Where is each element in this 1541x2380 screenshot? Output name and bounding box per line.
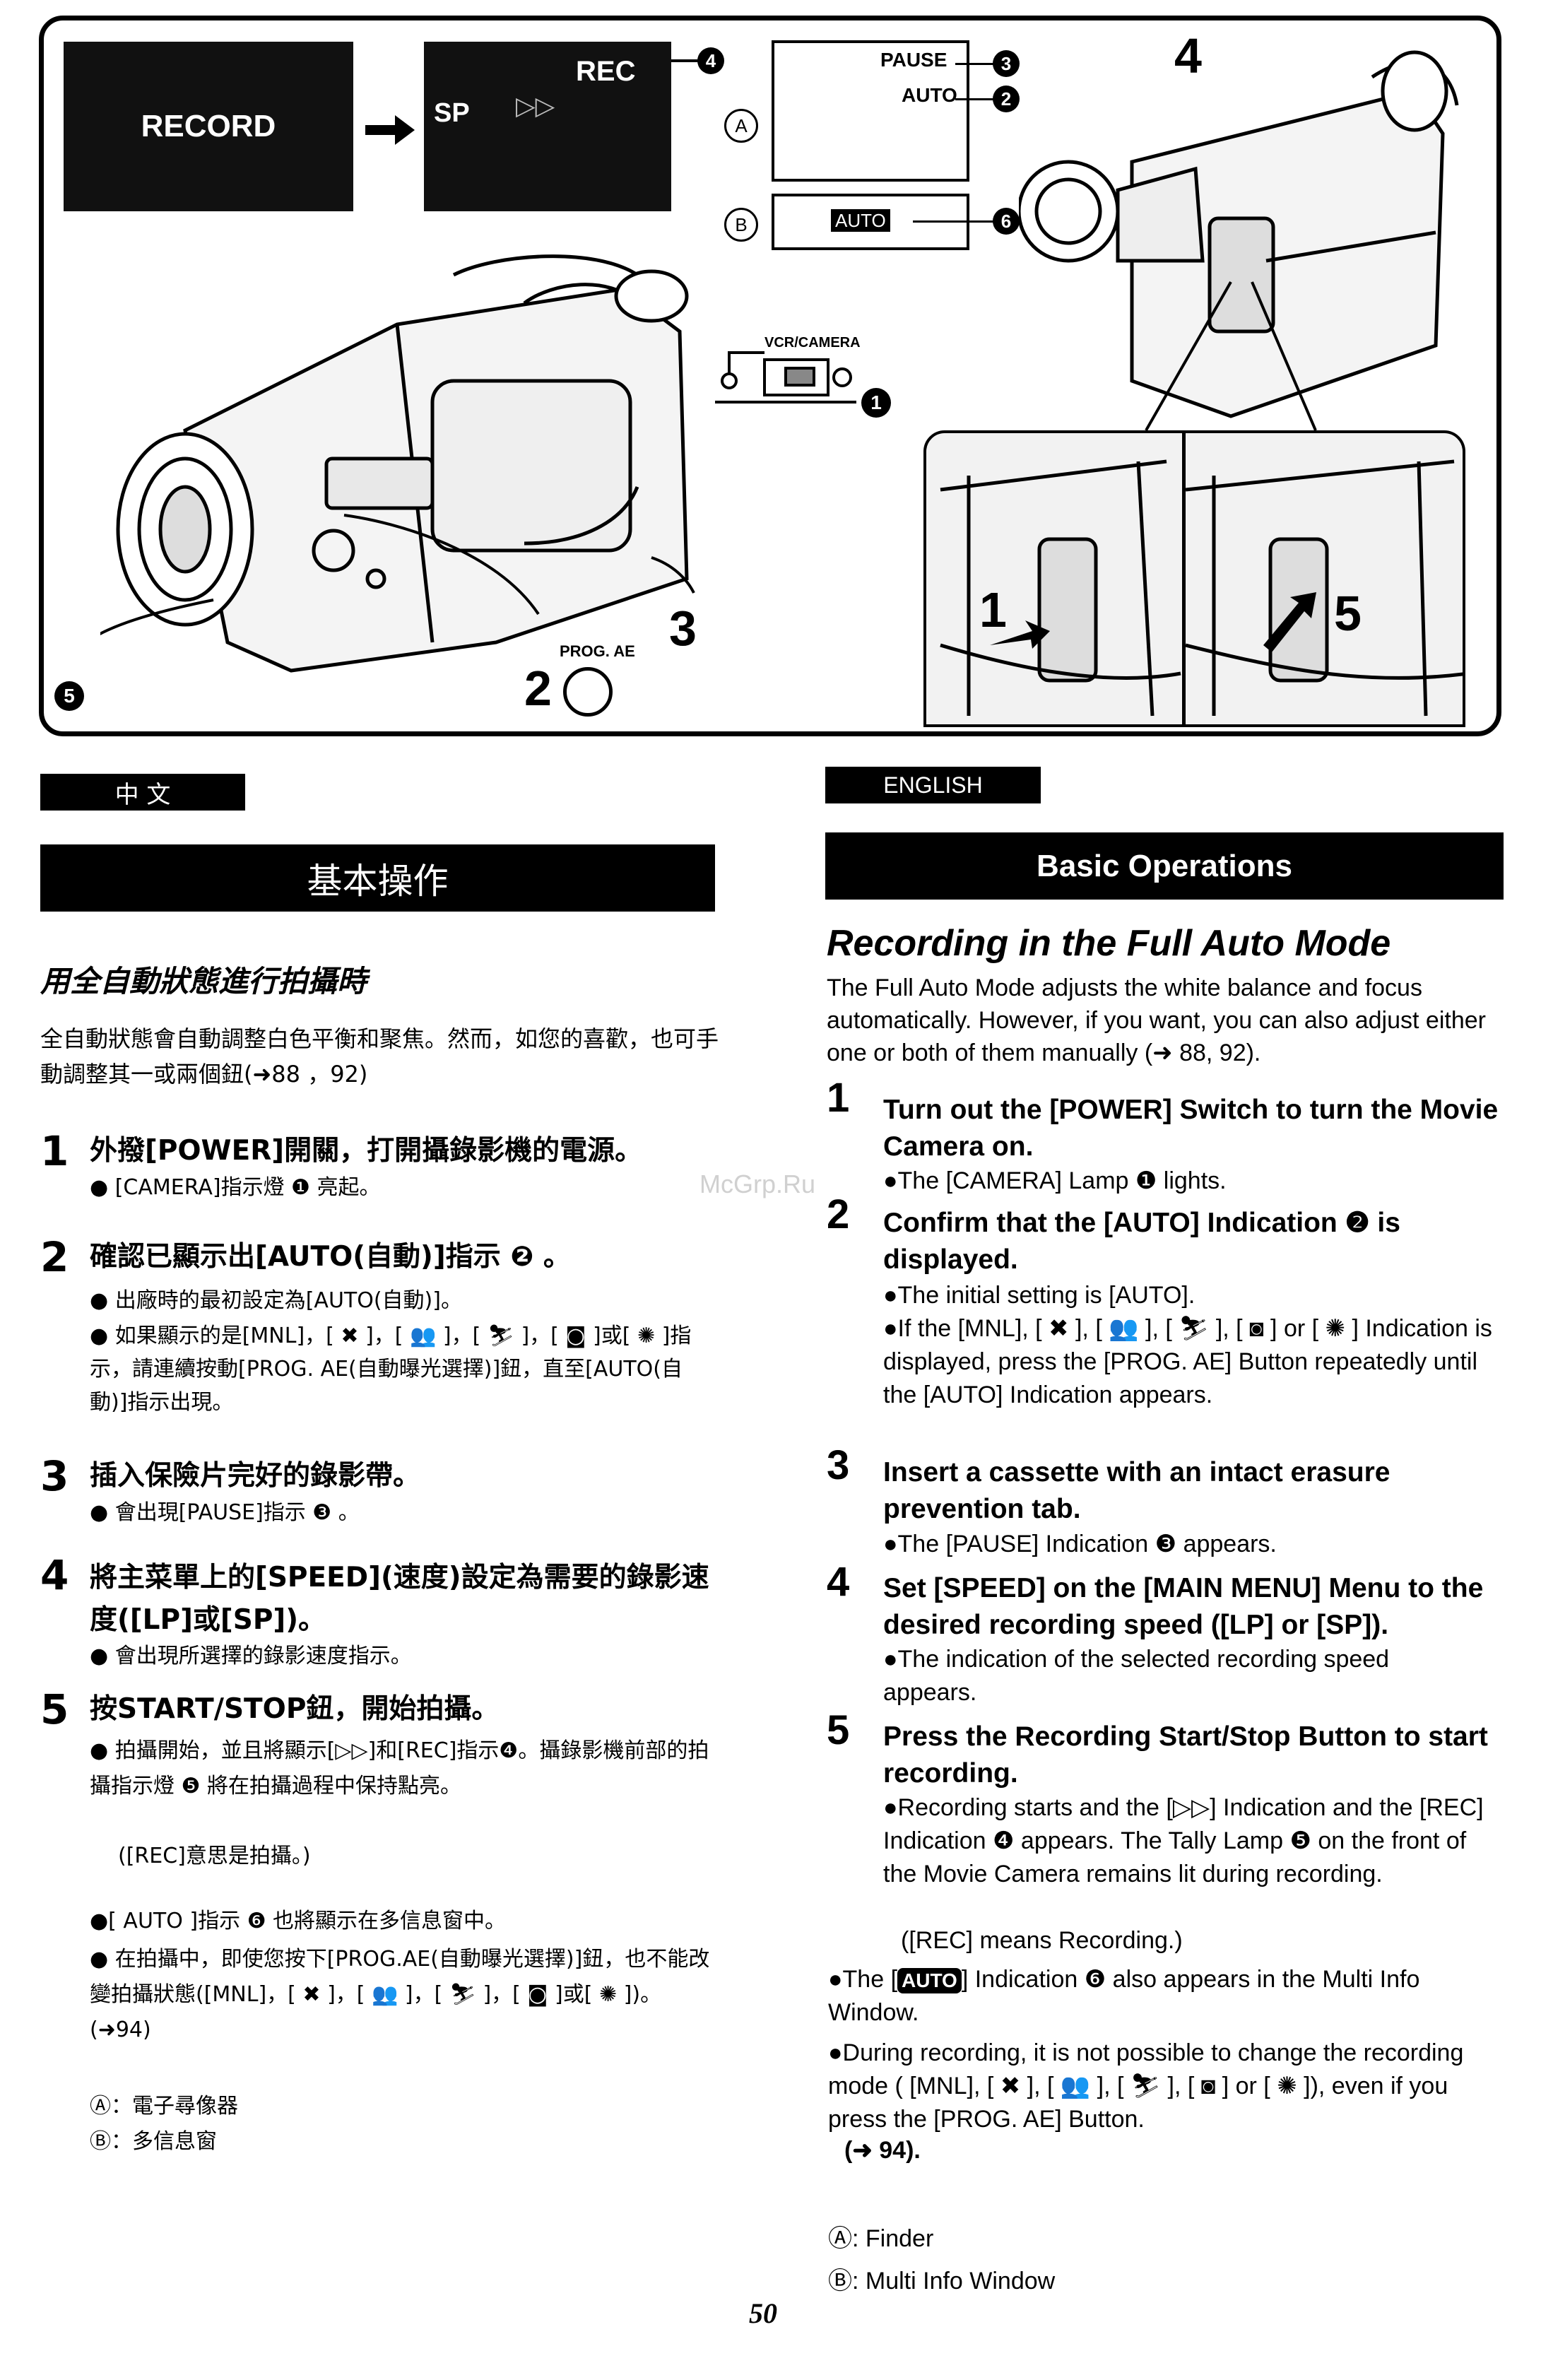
zh-step-5-number: 5 (40, 1685, 69, 1733)
zh-step-4-number: 4 (40, 1551, 69, 1599)
callout-4: 4 (697, 47, 724, 74)
section-title-english: Basic Operations (825, 832, 1504, 900)
prog-ae-button-icon (563, 667, 613, 717)
zh-step-5-title: 按START/STOP鈕，開始拍攝。 (90, 1693, 500, 1725)
en-step-5-title: Press the Recording Start/Stop Button to… (883, 1721, 1488, 1789)
zh-legend-b: Ⓑ：多信息窗 (90, 2129, 217, 2154)
label-big-5: 5 (1334, 586, 1362, 641)
label-b: B (724, 208, 758, 242)
callout-6: 6 (993, 208, 1020, 235)
zh-step-3-number: 3 (40, 1452, 69, 1500)
lang-tag-english: ENGLISH (825, 767, 1041, 803)
intro-chinese: 全自動狀態會自動調整白色平衡和聚焦。然而，如您的喜歡，也可手動調整其一或兩個鈕(… (40, 1025, 719, 1088)
lang-tag-chinese: 中 文 (40, 774, 245, 811)
zh-extra-bullet-1: ●[ AUTO ]指示 ❻ 也將顯示在多信息窗中。 (90, 1909, 507, 1933)
zh-step-1-title: 外撥[POWER]開關，打開攝錄影機的電源。 (90, 1135, 643, 1167)
prog-ae-label: PROG. AE (560, 642, 635, 660)
page-number: 50 (749, 2297, 777, 2329)
label-big-4: 4 (1174, 28, 1202, 83)
zh-step-4-title: 將主菜單上的[SPEED](速度)設定為需要的錄影速度([LP]或[SP])。 (90, 1562, 709, 1636)
multi-info-window: AUTO (772, 194, 969, 250)
record-screen-text: RECORD (141, 109, 276, 143)
zh-step-1-number: 1 (40, 1127, 69, 1175)
en-step-1-bullet-1: ●The [CAMERA] Lamp ❶ lights. (883, 1167, 1227, 1194)
section-title-chinese-text: 基本操作 (307, 860, 449, 902)
finder-display: PAUSE AUTO (772, 40, 969, 182)
en-step-1-title: Turn out the [POWER] Switch to turn the … (883, 1095, 1499, 1162)
zh-step-5-bullet-1: ● 拍攝開始，並且將顯示[▷▷]和[REC]指示❹。攝錄影機前部的拍攝指示燈 ❺… (90, 1738, 709, 1798)
en-step-1-number: 1 (827, 1075, 850, 1121)
zh-step-4-bullet-1: ● 會出現所選擇的錄影速度指示。 (90, 1644, 412, 1668)
callout-2: 2 (993, 86, 1020, 112)
callout-3: 3 (993, 50, 1020, 77)
arrow-right-icon (365, 112, 415, 151)
en-step-2-title: Confirm that the [AUTO] Indication ❷ is … (883, 1208, 1400, 1275)
intro-english: The Full Auto Mode adjusts the white bal… (827, 974, 1486, 1066)
section-title-chinese: 基本操作 (40, 844, 715, 912)
en-step-3-number: 3 (827, 1442, 850, 1488)
vcr-camera-label: VCR/CAMERA (764, 335, 861, 350)
detail-panel-closed: 5 (1183, 430, 1465, 727)
en-step-4-title: Set [SPEED] on the [MAIN MENU] Menu to t… (883, 1573, 1484, 1640)
callout-1: 1 (861, 388, 891, 418)
en-extra-bullet-2-ref: (➜ 94). (844, 2137, 921, 2164)
zh-step-2-bullet-1: ● 出廠時的最初設定為[AUTO(自動)]。 (90, 1288, 462, 1313)
zh-legend-a: Ⓐ：電子尋像器 (90, 2094, 238, 2119)
en-extra-1-post: ] Indication ❻ also appears in the Multi… (828, 1966, 1420, 2026)
en-step-3-title: Insert a cassette with an intact erasure… (883, 1457, 1391, 1524)
en-step-2-bullet-2: ●If the [MNL], [ ✖ ], [ 👥 ], [ ⛷ ], [ ◙ … (883, 1315, 1492, 1408)
en-step-5-bullet-1: ●Recording starts and the [▷▷] Indicatio… (883, 1794, 1484, 1887)
heading-chinese: 用全自動狀態進行拍攝時 (40, 964, 367, 998)
en-extra-bullet-2: ●During recording, it is not possible to… (828, 2039, 1464, 2133)
sp-indicator: SP (434, 98, 470, 128)
en-step-3-bullet-1: ●The [PAUSE] Indication ❸ appears. (883, 1531, 1277, 1557)
zh-step-3-title: 插入保險片完好的錄影帶。 (90, 1460, 421, 1492)
zh-step-2-title: 確認已顯示出[AUTO(自動)]指示 ❷ 。 (90, 1241, 571, 1273)
zh-step-2-number: 2 (40, 1233, 69, 1281)
pause-label: PAUSE (880, 49, 947, 71)
label-a: A (724, 109, 758, 143)
en-extra-1-pre: ●The [ (828, 1966, 898, 1993)
en-step-2-number: 2 (827, 1191, 850, 1237)
illustration-frame: RECORD SP REC ▷▷ 4 PAUSE AUTO 3 2 A AUTO… (39, 16, 1501, 736)
en-extra-bullet-1: ●The [AUTO] Indication ❻ also appears in… (828, 1963, 1499, 2030)
auto-badge: AUTO (831, 209, 890, 232)
en-legend-b: Ⓑ: Multi Info Window (828, 2268, 1056, 2294)
section-title-english-text: Basic Operations (1037, 848, 1292, 883)
vcr-camera-switch-icon (715, 351, 856, 403)
label-big-2: 2 (524, 661, 552, 716)
watermark: McGrp.Ru (699, 1170, 816, 1198)
zh-step-1-bullet-1: ● [CAMERA]指示燈 ❶ 亮起。 (90, 1175, 381, 1200)
auto-label: AUTO (902, 84, 957, 106)
detail-panel-open: 1 (923, 430, 1185, 727)
zh-step-2-bullet-2: ● 如果顯示的是[MNL]，[ ✖ ]，[ 👥 ]，[ ⛷ ]，[ ◙ ]或[ … (90, 1324, 692, 1415)
zh-extra-bullet-2: ● 在拍攝中，即使您按下[PROG.AE(自動曝光選擇)]鈕，也不能改變拍攝狀態… (90, 1947, 710, 2042)
en-legend-a: Ⓐ: Finder (828, 2225, 934, 2252)
auto-badge-inline: AUTO (897, 1968, 962, 1994)
play-arrows-icon: ▷▷ (516, 91, 555, 120)
steps-chinese: 1 外撥[POWER]開關，打開攝錄影機的電源。 ● [CAMERA]指示燈 ❶… (40, 1127, 719, 1876)
camcorder-rear-illustration (1019, 50, 1459, 430)
camcorder-illustration (100, 254, 695, 673)
en-step-5-bullet-2: ([REC] means Recording.) (901, 1927, 1183, 1954)
heading-english: Recording in the Full Auto Mode (827, 923, 1391, 964)
rec-indicator: REC (576, 56, 636, 87)
record-screen: RECORD (64, 42, 353, 211)
en-step-2-bullet-1: ●The initial setting is [AUTO]. (883, 1282, 1195, 1309)
label-big-3: 3 (669, 601, 697, 656)
zh-step-5-bullet-2: ([REC]意思是拍攝。) (118, 1844, 311, 1868)
lang-tag-chinese-text: 中 文 (114, 780, 171, 809)
en-step-4-number: 4 (827, 1559, 850, 1605)
en-step-4-bullet-1: ●The indication of the selected recordin… (883, 1646, 1390, 1706)
recording-screen: SP REC ▷▷ (424, 42, 671, 211)
zh-step-3-bullet-1: ● 會出現[PAUSE]指示 ❸ 。 (90, 1500, 360, 1525)
lang-tag-english-text: ENGLISH (883, 772, 983, 798)
label-big-1: 1 (979, 582, 1007, 637)
callout-5: 5 (54, 681, 84, 711)
en-step-5-number: 5 (827, 1707, 850, 1753)
